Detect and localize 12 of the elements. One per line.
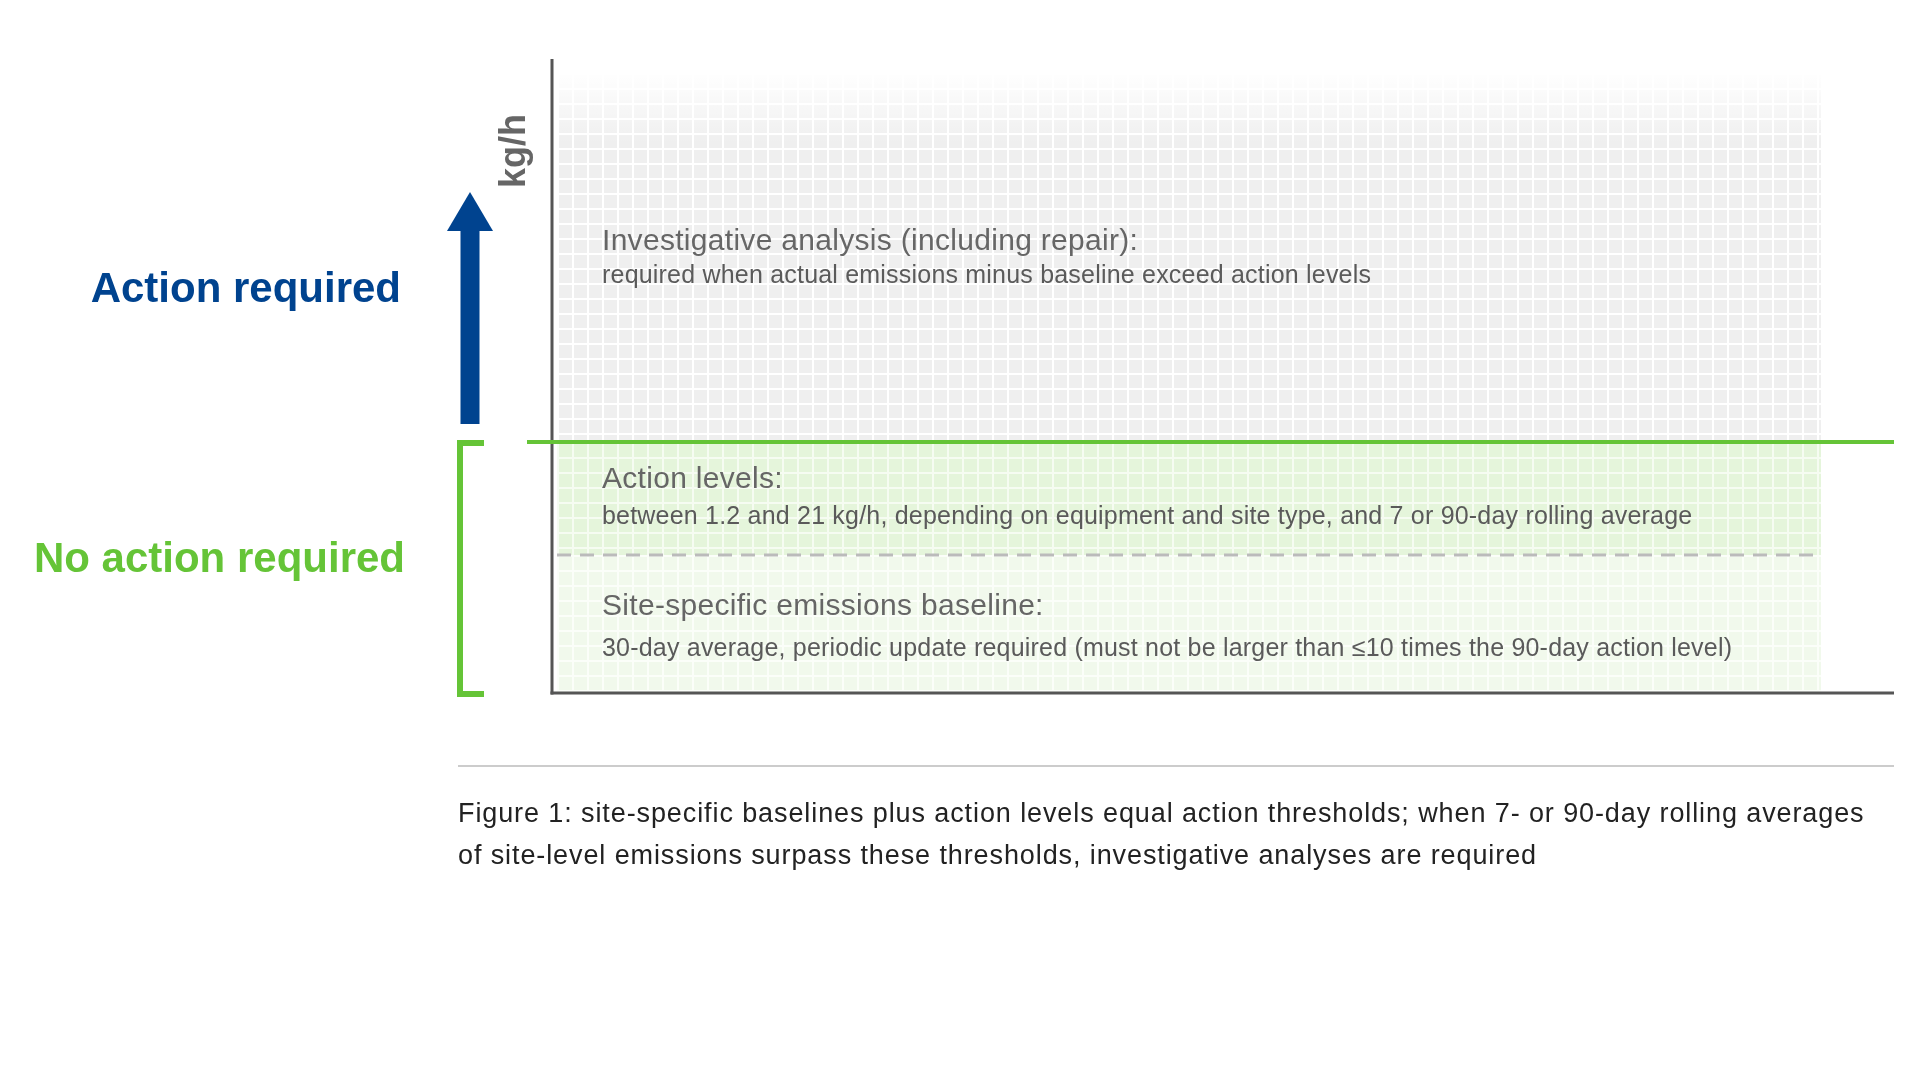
band-heading: Investigative analysis (including repair): — [602, 222, 1139, 258]
band-heading: Site-specific emissions baseline: — [602, 587, 1044, 623]
band-heading: Action levels: — [602, 460, 783, 496]
band-description: required when actual emissions minus baseline exceed action levels — [602, 259, 1372, 289]
action-required-label: Action required — [90, 263, 401, 313]
no-action-label: No action required — [33, 533, 405, 583]
axis-label: kg/h — [492, 114, 534, 188]
baseline-band — [557, 555, 1821, 692]
figure-caption: Figure 1: site-specific baselines plus action levels equal action thresholds; when 7- or 90-day rolling averages of site-level emissions surpass these thresholds, investigative analyses are required — [458, 797, 1866, 872]
band-description: between 1.2 and 21 kg/h, depending on equipment and site type, and 7 or 90-day rolling average — [602, 500, 1693, 530]
band-description: 30-day average, periodic update required (must not be larger than ≤10 times the 90-day action level) — [602, 632, 1733, 662]
action-level-band — [557, 442, 1821, 555]
